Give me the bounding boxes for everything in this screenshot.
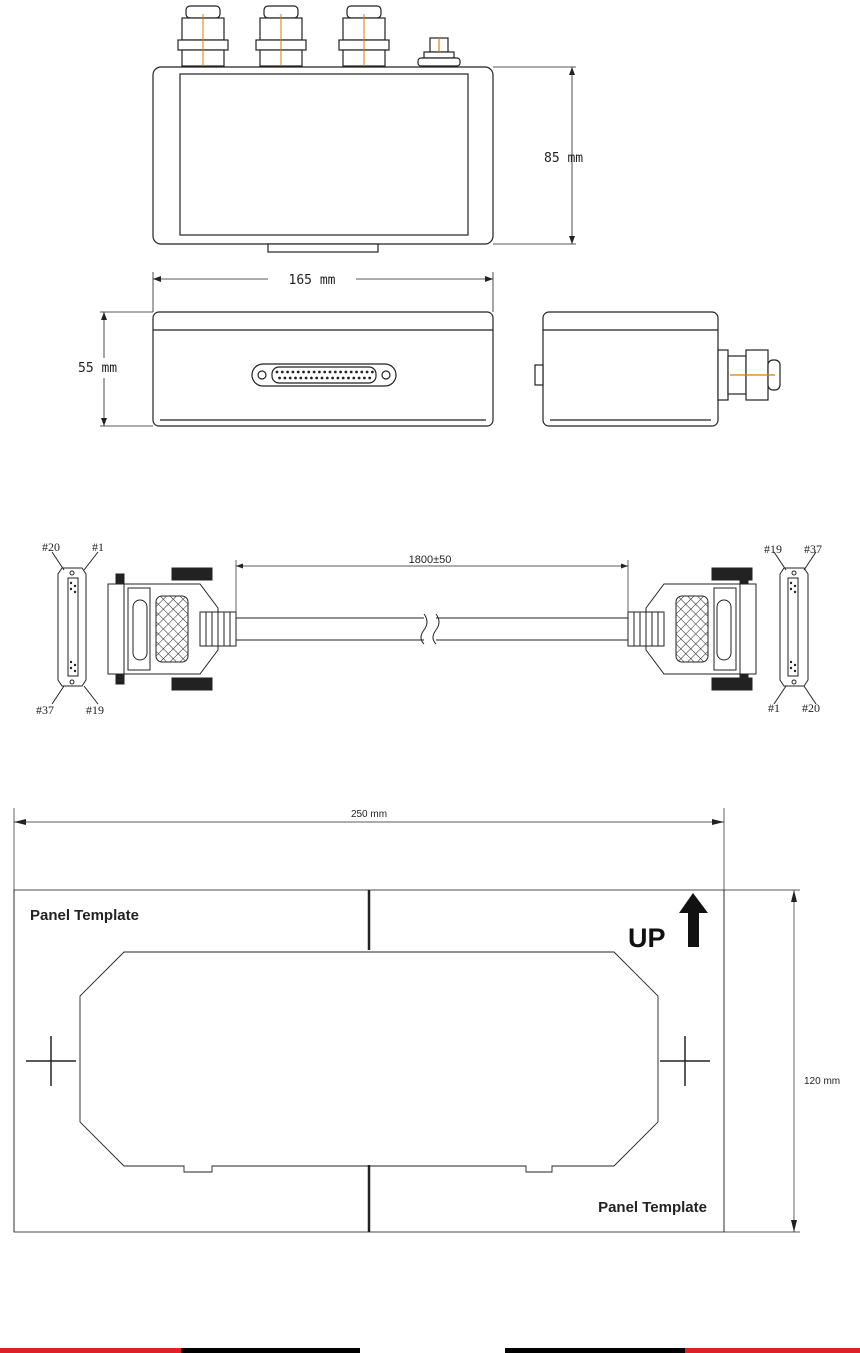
d-sub-connector-left <box>108 568 236 690</box>
enclosure-front-view <box>100 272 493 426</box>
db37-pin <box>305 377 308 380</box>
pin-label-right-bottom-left: #1 <box>768 701 780 715</box>
panel-width-label: 250 mm <box>351 809 387 820</box>
db37-pin <box>331 377 334 380</box>
db37-pin <box>368 377 371 380</box>
db37-pin <box>350 371 353 374</box>
db37-port <box>252 364 396 386</box>
footer-bar-right-black <box>505 1348 685 1353</box>
height-dimension-label: 85 mm <box>544 151 583 166</box>
depth-dimension-label: 55 mm <box>78 361 117 376</box>
db37-pin <box>363 377 366 380</box>
db37-pin <box>297 371 300 374</box>
cable-drawing <box>52 552 816 704</box>
pin-label-left-top-left: #20 <box>42 540 60 554</box>
db37-pin <box>302 371 305 374</box>
m12-connector <box>418 38 460 66</box>
panel-height-label: 120 mm <box>804 1076 840 1087</box>
enclosure-bottom-tab <box>268 244 378 252</box>
cable-length-label: 1800±50 <box>409 554 452 566</box>
enclosure-top-view <box>153 6 576 252</box>
panel-template-title-top: Panel Template <box>30 907 139 924</box>
up-arrow-icon <box>679 893 708 947</box>
side-cable-gland <box>718 350 780 400</box>
footer-bar-left-red <box>0 1348 181 1353</box>
db37-pin <box>310 377 313 380</box>
db37-pin <box>358 377 361 380</box>
db37-pin <box>294 377 297 380</box>
cable-body <box>236 614 628 644</box>
db37-pin <box>347 377 350 380</box>
db37-pin <box>315 377 318 380</box>
db37-pin <box>321 377 324 380</box>
crosshair-left <box>26 1036 76 1086</box>
db37-pin <box>345 371 348 374</box>
db37-pin <box>281 371 284 374</box>
crosshair-right <box>660 1036 710 1086</box>
db37-pin <box>334 371 337 374</box>
db37-pin <box>323 371 326 374</box>
d-sub-connector-right <box>628 568 756 690</box>
db37-pin <box>352 377 355 380</box>
db37-pin <box>292 371 295 374</box>
connector-face-left <box>52 552 98 704</box>
db37-pin <box>355 371 358 374</box>
db37-pin <box>276 371 279 374</box>
db37-pin <box>299 377 302 380</box>
db37-pin <box>342 377 345 380</box>
db37-pin <box>289 377 292 380</box>
db37-pin <box>307 371 310 374</box>
db37-pin <box>318 371 321 374</box>
db37-pin <box>329 371 332 374</box>
enclosure-display-window <box>180 74 468 235</box>
footer-bar-right-red <box>685 1348 860 1353</box>
db37-pin <box>339 371 342 374</box>
connector-face-right <box>774 552 816 704</box>
cable-gland <box>339 6 389 66</box>
db37-pin <box>360 371 363 374</box>
panel-template <box>14 808 800 1232</box>
db37-pin <box>366 371 369 374</box>
pin-label-right-top-left: #19 <box>764 542 782 556</box>
enclosure-side-view <box>535 312 780 426</box>
pin-label-left-bottom-right: #19 <box>86 703 104 717</box>
footer-bar-left-black <box>181 1348 360 1353</box>
pin-label-right-bottom-right: #20 <box>802 701 820 715</box>
db37-pin <box>286 371 289 374</box>
footer-rule <box>0 1348 860 1353</box>
db37-pin <box>313 371 316 374</box>
db37-pin <box>278 377 281 380</box>
pin-label-left-top-right: #1 <box>92 540 104 554</box>
pin-label-left-bottom-left: #37 <box>36 703 54 717</box>
db37-pin <box>337 377 340 380</box>
cable-gland <box>256 6 306 66</box>
db37-pin <box>371 371 374 374</box>
db37-pin <box>284 377 287 380</box>
panel-template-title-bottom: Panel Template <box>598 1199 707 1216</box>
panel-cutout-outline <box>80 952 658 1172</box>
cable-gland <box>178 6 228 66</box>
db37-pin <box>326 377 329 380</box>
width-dimension-label: 165 mm <box>289 273 336 288</box>
pin-label-right-top-right: #37 <box>804 542 822 556</box>
up-label: UP <box>628 923 666 953</box>
